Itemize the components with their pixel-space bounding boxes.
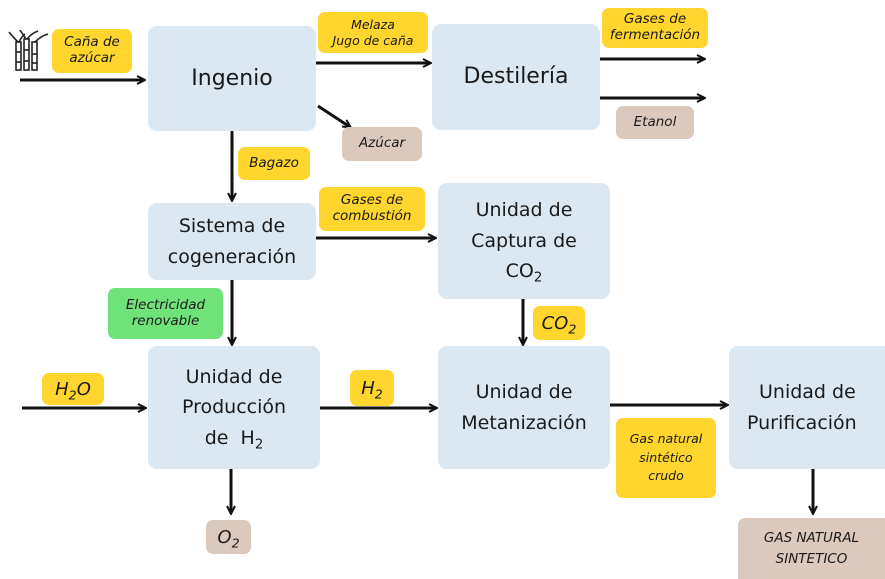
gases-combustion-label: Gases de combustión [319,187,425,231]
etanol-label: Etanol [616,106,694,139]
sugar-cane-icon [8,30,49,71]
purificacion-box: Unidad de Purificación [729,346,885,469]
h2-label: H2 [350,370,394,406]
captura-co2-box: Unidad de Captura de CO2 [438,183,610,299]
destileria-box: Destilería [432,24,600,130]
metanizacion-box: Unidad de Metanización [438,346,610,469]
arrow-ingenio-to-azucar [317,104,350,127]
agua-label: H2O [42,373,104,405]
melaza-jugo-label: Melaza Jugo de caña [318,12,428,53]
ingenio-box: Ingenio [148,26,316,131]
gas-natural-sintetico-output: GAS NATURAL SINTETICO [738,518,885,579]
agua-formula: H2O [55,378,91,402]
cana-azucar-label: Caña de azúcar [52,29,132,73]
electricidad-renovable-label: Electricidad renovable [108,288,223,339]
oxigeno-label: O2 [206,520,251,554]
gas-natural-crudo-label: Gas natural sintético crudo [616,418,716,498]
bagazo-label: Bagazo [238,147,310,180]
azucar-label: Azúcar [342,127,422,161]
cogeneracion-box: Sistema de cogeneración [148,203,316,280]
produccion-h2-box: Unidad de Producción de H2 [148,346,320,469]
co2-label: CO2 [533,306,585,340]
gases-fermentacion-label: Gases de fermentación [602,8,708,48]
